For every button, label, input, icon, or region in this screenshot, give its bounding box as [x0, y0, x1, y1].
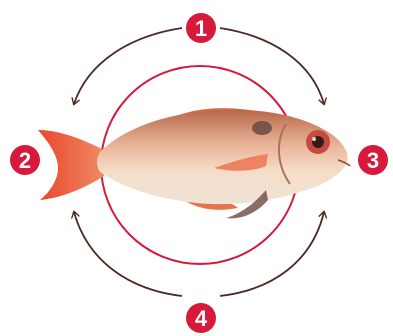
svg-text:3: 3: [367, 148, 379, 173]
fish-illustration: [38, 108, 350, 218]
step-badge-1: 1: [186, 13, 216, 43]
step-badge-4: 4: [186, 303, 216, 333]
step-badge-3: 3: [358, 145, 388, 175]
svg-text:1: 1: [195, 16, 207, 41]
arrow-bottom-left: [74, 212, 182, 296]
arrow-top-right: [220, 28, 324, 104]
svg-text:4: 4: [195, 306, 208, 331]
fish-body: [97, 110, 348, 204]
arrow-top-left: [74, 28, 182, 104]
step-badge-2: 2: [10, 145, 40, 175]
svg-text:2: 2: [19, 148, 31, 173]
fish-tail: [38, 130, 104, 200]
fish-shoulder-spot: [252, 121, 272, 135]
fish-eye-highlight: [312, 137, 316, 141]
arrow-bottom-right: [220, 212, 324, 296]
